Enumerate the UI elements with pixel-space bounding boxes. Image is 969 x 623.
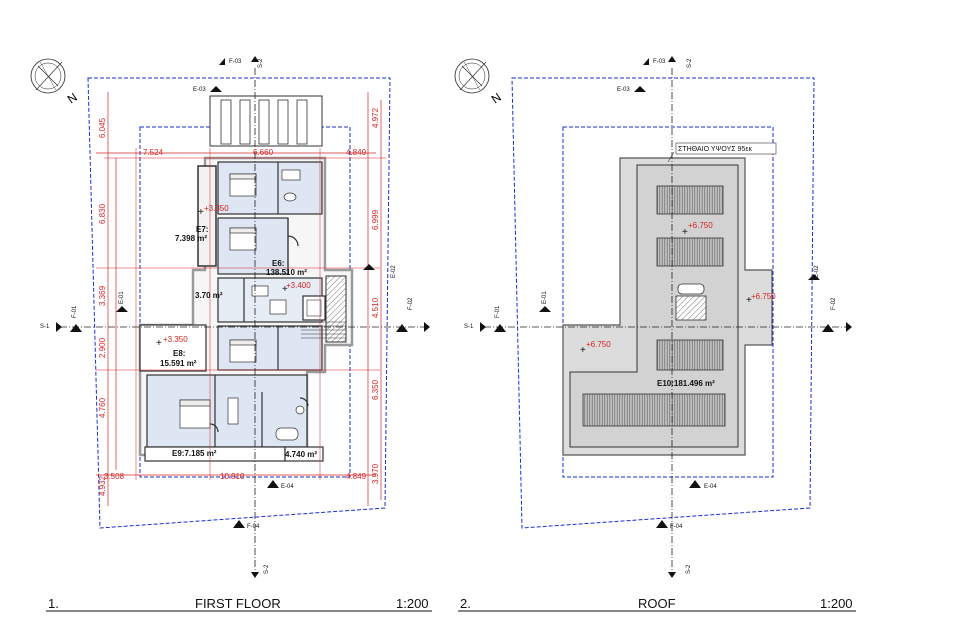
svg-text:+: +	[282, 284, 288, 295]
elev-2: +6.750	[586, 340, 611, 349]
svg-text:+: +	[682, 227, 688, 238]
mark-bottom-s2: S-2	[686, 564, 692, 574]
dim-right-4: 3.970	[371, 463, 380, 484]
elev-2: +3.350	[163, 335, 188, 344]
dim-left-0: 6.045	[98, 117, 107, 138]
elev-0: +3.350	[204, 204, 229, 213]
dim-left-5: 4.932	[98, 475, 107, 496]
mark-bottom-e04: E-04	[704, 484, 717, 490]
roof-plan: N ΣΤΗΘΑΙΟ ΥΨΟΥΣ 95εκ	[454, 56, 856, 612]
north-arrow: N	[30, 58, 80, 106]
dim-bottom-2: 4.849	[346, 472, 367, 481]
parapet-line	[569, 164, 739, 448]
dim-top-2: 4.849	[346, 148, 367, 157]
dim-top-0: 7.524	[143, 148, 164, 157]
section-lines	[60, 68, 426, 570]
section-marks: F-03 S-2 E-03 F-04 S-2 E-04 S-1 F-01 E-0…	[40, 56, 430, 578]
dimension-labels: 7.524 6.660 4.849 3.508 10.910 4.849 6.0…	[98, 107, 380, 496]
plot-boundary	[511, 77, 815, 529]
pergola	[209, 95, 323, 147]
area-labels: 7.398 m² E7: E6: 138.510 m² 3.70 m² E8: …	[160, 225, 317, 459]
elevation-markers: + +3.350 + +3.400 + +3.350	[156, 204, 311, 349]
caption-title: ROOF	[638, 596, 676, 611]
mark-left-f01: F-01	[72, 305, 78, 318]
mark-left-s1: S-1	[464, 324, 474, 330]
mark-left-s1: S-1	[40, 324, 50, 330]
north-label: N	[65, 90, 80, 106]
svg-text:+: +	[198, 207, 204, 218]
svg-text:+: +	[580, 345, 586, 356]
mark-bottom-e04: E-04	[281, 484, 294, 490]
elev-1: +3.400	[286, 281, 311, 290]
rooms	[139, 161, 347, 462]
area-balcony: 4.740 m²	[285, 450, 317, 459]
mark-right-f02: F-02	[831, 297, 837, 310]
area-e7-tag: E7:	[196, 225, 208, 234]
elev-0: +6.750	[688, 221, 713, 230]
mark-bottom-f04: F-04	[247, 524, 260, 530]
solar-panels	[582, 185, 726, 427]
parapet-note: ΣΤΗΘΑΙΟ ΥΨΟΥΣ 95εκ	[667, 142, 777, 163]
mark-top-e03: E-03	[617, 87, 630, 93]
area-e6-tag: E6:	[272, 259, 284, 268]
dim-left-1: 6.830	[98, 203, 107, 224]
caption-number: 2.	[460, 596, 471, 611]
dim-left-3: 2.900	[98, 337, 107, 358]
area-e10: E10:181.496 m²	[657, 379, 715, 388]
parapet-note-text: ΣΤΗΘΑΙΟ ΥΨΟΥΣ 95εκ	[678, 146, 752, 153]
section-lines	[484, 68, 852, 570]
area-e6-value: 138.510 m²	[266, 268, 307, 277]
caption-number: 1.	[48, 596, 59, 611]
mark-bottom-f04: F-04	[670, 524, 683, 530]
plot-boundary	[87, 77, 391, 529]
svg-text:+: +	[746, 295, 752, 306]
furniture	[179, 169, 305, 441]
mark-top-f03: F-03	[653, 59, 666, 65]
dim-right-1: 6.999	[371, 209, 380, 230]
caption-title: FIRST FLOOR	[195, 596, 281, 611]
area-e7-value: 7.398 m²	[175, 234, 207, 243]
area-e8-tag: E8:	[173, 349, 185, 358]
mark-left-e01: E-01	[542, 291, 548, 304]
mark-left-e01: E-01	[119, 291, 125, 304]
dim-left-4: 4.760	[98, 397, 107, 418]
dim-top-1: 6.660	[253, 148, 274, 157]
mark-top-e03: E-03	[193, 87, 206, 93]
mark-top-f03: F-03	[229, 59, 242, 65]
section-marks: F-03 S-2 E-03 F-04 S-2 E-04 S-1 F-01 E-0…	[464, 56, 852, 578]
mark-left-f01: F-01	[495, 305, 501, 318]
north-arrow: N	[454, 58, 504, 106]
elevation-markers: + +6.750 + +6.750 + +6.750	[580, 221, 776, 356]
mark-right-e02: E-02	[391, 265, 397, 278]
roof-equipment	[675, 283, 707, 321]
caption-first-floor: 1. FIRST FLOOR 1:200	[46, 596, 432, 612]
mark-top-s2: S-2	[687, 58, 693, 68]
dimension-lines	[96, 92, 386, 506]
dim-right-0: 4.972	[371, 107, 380, 128]
caption-scale: 1:200	[820, 596, 853, 611]
area-small-value: 3.70 m²	[195, 291, 223, 300]
first-floor-plan: N	[30, 56, 432, 612]
mark-top-s2: S-2	[258, 58, 264, 68]
partitions	[209, 162, 309, 447]
dim-bottom-1: 10.910	[220, 472, 245, 481]
dim-right-3: 6.350	[371, 379, 380, 400]
svg-text:+: +	[156, 338, 162, 349]
elev-1: +6.750	[751, 292, 776, 301]
area-e8-value: 15.591 m²	[160, 359, 197, 368]
mark-right-f02: F-02	[408, 297, 414, 310]
caption-roof: 2. ROOF 1:200	[458, 596, 856, 612]
north-label: N	[489, 90, 504, 106]
dim-bottom-0: 3.508	[104, 472, 125, 481]
mark-right-e02: E-02	[814, 265, 820, 278]
area-e9: E9:7.185 m²	[172, 449, 217, 458]
dim-right-2: 4.510	[371, 297, 380, 318]
setback-line	[562, 126, 774, 478]
mark-bottom-s2: S-2	[264, 564, 270, 574]
dim-left-2: 3.369	[98, 285, 107, 306]
caption-scale: 1:200	[396, 596, 429, 611]
